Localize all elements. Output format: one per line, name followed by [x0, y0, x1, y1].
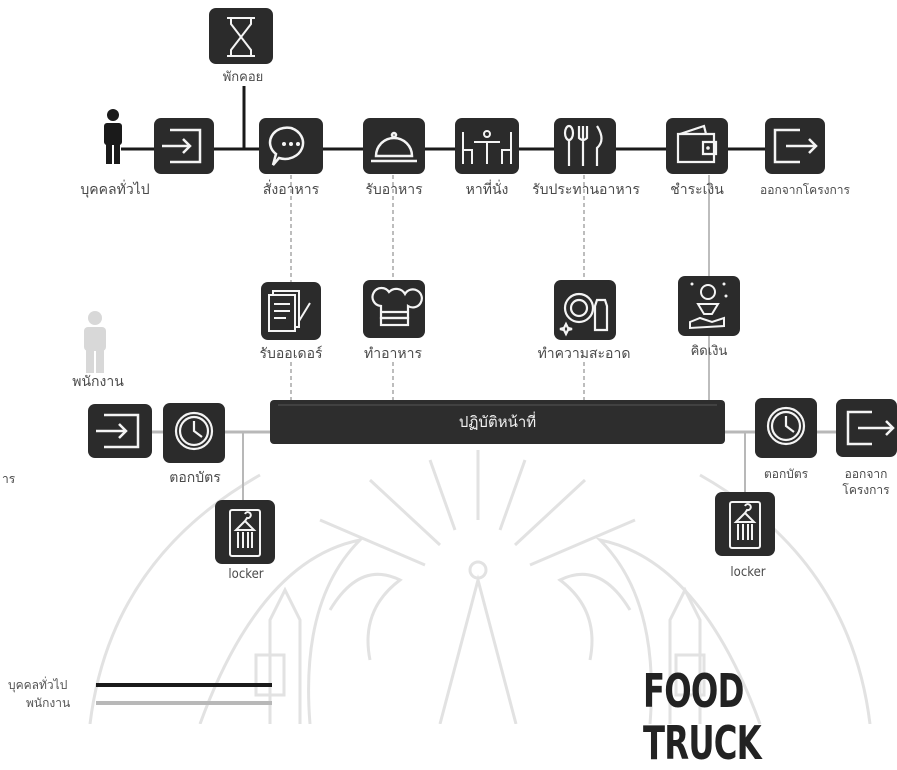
- locker-icon-left: [215, 500, 275, 564]
- payment-hand-icon: [678, 276, 740, 336]
- task-take-order-label: รับออเดอร์: [259, 346, 323, 362]
- watermark-emblem: [88, 450, 872, 724]
- cleaning-icon: [554, 280, 616, 340]
- edge-text-label: าร: [2, 472, 16, 486]
- cutlery-icon: [554, 118, 616, 174]
- step-order-label: สั่งอาหาร: [262, 182, 320, 198]
- legend-staff-label: พนักงาน: [26, 696, 71, 710]
- clock-icon-out: [755, 398, 817, 458]
- hourglass-icon: [209, 8, 273, 64]
- chef-hat-icon: [363, 280, 425, 338]
- task-cook-label: ทำอาหาร: [364, 346, 422, 362]
- task-clean-label: ทำความสะอาด: [537, 346, 631, 362]
- task-connectors: [290, 175, 585, 402]
- chat-bubble-icon: [259, 118, 323, 174]
- order-notepad-icon: [261, 282, 321, 340]
- step-find-seat-label: หาที่นั่ง: [465, 182, 509, 198]
- cloche-icon: [363, 118, 425, 174]
- customer-actor-label: บุคคลทั่วไป: [80, 182, 150, 198]
- work-bar: [270, 400, 725, 444]
- exit-icon: [765, 118, 825, 174]
- locker-left-label: locker: [228, 567, 264, 582]
- break-label: พักคอย: [222, 70, 264, 85]
- staff-exit-icon: [836, 399, 897, 457]
- clock-out-label: ตอกบัตร: [763, 467, 809, 481]
- enter-icon: [154, 118, 214, 174]
- locker-icon-right: [715, 492, 775, 556]
- staff-exit-label: ออกจาก โครงการ: [842, 467, 890, 497]
- service-flow-diagram: [84, 8, 897, 724]
- legend-customer-label: บุคคลทั่วไป: [8, 678, 68, 692]
- step-pay-label: ชำระเงิน: [670, 182, 724, 198]
- person-customer-icon: [104, 109, 122, 164]
- step-eat-label: รับประทานอาหาร: [532, 182, 640, 198]
- dining-table-icon: [455, 118, 519, 174]
- clock-in-label: ตอกบัตร: [169, 470, 221, 486]
- person-staff-icon: [84, 311, 106, 373]
- locker-right-label: locker: [730, 565, 766, 580]
- wallet-icon: [666, 118, 728, 174]
- diagram-title: FOOD TRUCK: [643, 664, 762, 770]
- work-bar-label: ปฏิบัติหน้าที่: [458, 413, 537, 431]
- staff-enter-icon: [88, 404, 152, 458]
- clock-icon-in: [163, 403, 225, 463]
- step-receive-label: รับอาหาร: [365, 182, 423, 198]
- step-exit-label: ออกจากโครงการ: [760, 183, 850, 197]
- staff-actor-label: พนักงาน: [72, 374, 124, 390]
- task-cashier-label: คิดเงิน: [690, 344, 728, 359]
